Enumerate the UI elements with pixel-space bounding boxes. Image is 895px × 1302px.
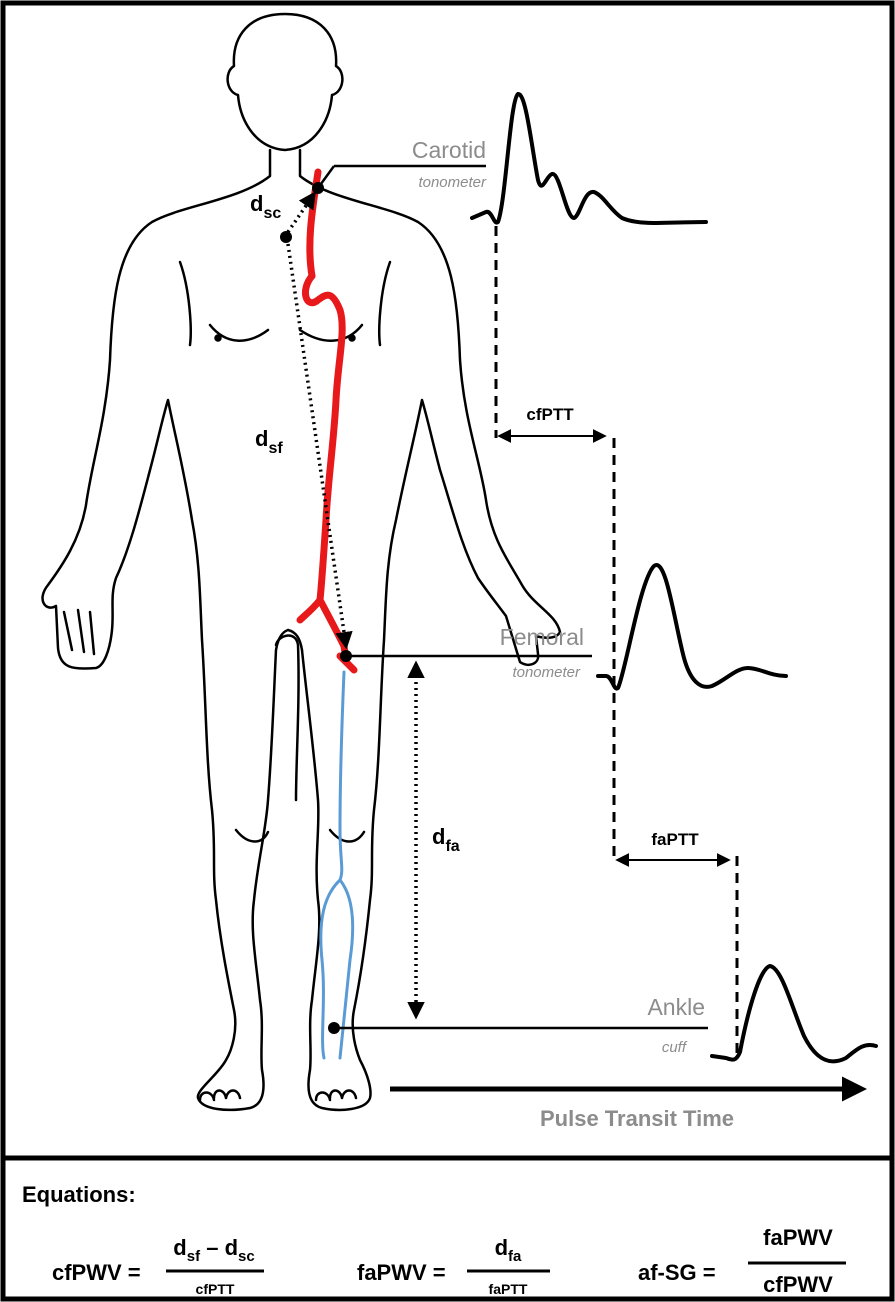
dfa-label: dfa <box>432 824 460 855</box>
femoral-label: Femoral <box>500 624 584 650</box>
arterial-tree-red <box>300 172 354 670</box>
faptt-label: faPTT <box>651 830 699 849</box>
figure-border <box>3 3 892 1299</box>
dsc-label: dsc <box>250 191 281 222</box>
fapwv-denominator: faPTT <box>489 1281 528 1297</box>
equations-heading: Equations: <box>22 1182 136 1207</box>
femoral-device: tonometer <box>512 664 581 681</box>
cfptt-label: cfPTT <box>526 405 574 424</box>
afsg-denominator: cfPWV <box>763 1272 833 1297</box>
ankle-device: cuff <box>662 1039 688 1056</box>
dsf-label: dsf <box>255 426 283 457</box>
carotid-device: tonometer <box>418 174 487 191</box>
sternal-notch-point <box>280 231 292 243</box>
carotid-waveform <box>472 94 706 223</box>
arterial-tree-blue <box>321 672 353 1058</box>
cfpwv-numerator: dsf – dsc <box>173 1235 254 1265</box>
time-axis-label: Pulse Transit Time <box>540 1106 734 1131</box>
ankle-label: Ankle <box>647 994 705 1020</box>
cfpwv-denominator: cfPTT <box>196 1281 235 1297</box>
fapwv-numerator: dfa <box>495 1235 522 1265</box>
fapwv-lhs: faPWV = <box>357 1260 446 1285</box>
carotid-label: Carotid <box>412 137 486 163</box>
afsg-lhs: af-SG = <box>638 1260 716 1285</box>
afsg-numerator: faPWV <box>763 1225 833 1250</box>
cfpwv-lhs: cfPWV = <box>52 1260 141 1285</box>
femoral-waveform <box>598 565 786 689</box>
